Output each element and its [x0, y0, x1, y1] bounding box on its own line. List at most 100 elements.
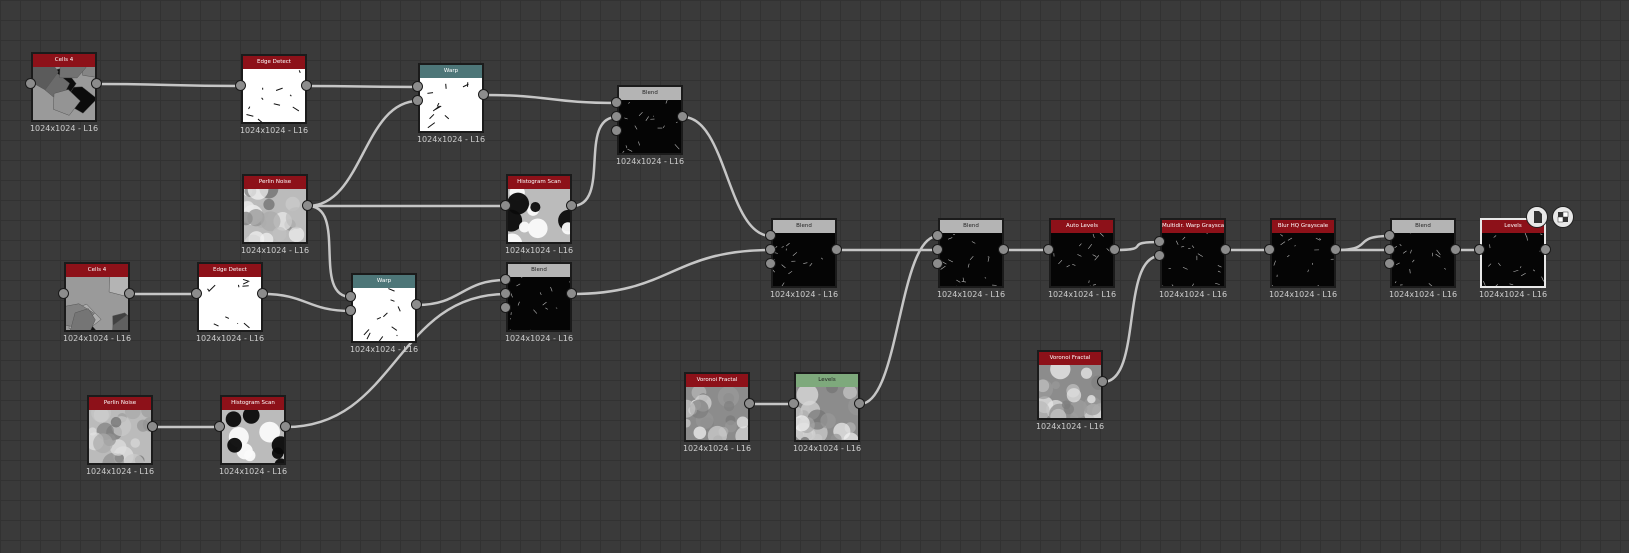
input-port[interactable] [1384, 244, 1395, 255]
input-port[interactable] [1384, 230, 1395, 241]
output-port[interactable] [1109, 244, 1120, 255]
output-port[interactable] [677, 111, 688, 122]
output-port[interactable] [411, 299, 422, 310]
output-port[interactable] [744, 398, 755, 409]
document-icon[interactable] [1526, 206, 1548, 228]
connection-wire[interactable] [1102, 254, 1161, 384]
input-port[interactable] [214, 421, 225, 432]
output-port[interactable] [302, 200, 313, 211]
input-port[interactable] [788, 398, 799, 409]
input-port[interactable] [191, 288, 202, 299]
input-port[interactable] [1384, 258, 1395, 269]
node-body[interactable]: Warp [351, 273, 417, 343]
connection-wire[interactable] [571, 115, 618, 208]
node-body[interactable]: Levels [1480, 218, 1546, 288]
input-port[interactable] [500, 288, 511, 299]
input-port[interactable] [765, 244, 776, 255]
node-body[interactable]: Blend [506, 262, 572, 332]
input-port[interactable] [412, 95, 423, 106]
output-port[interactable] [854, 398, 865, 409]
output-port[interactable] [1450, 244, 1461, 255]
output-port[interactable] [124, 288, 135, 299]
output-port[interactable] [998, 244, 1009, 255]
connection-wire[interactable] [483, 93, 618, 105]
connection-wire[interactable] [859, 234, 939, 406]
node-body[interactable]: Voronoi Fractal [1037, 350, 1103, 420]
node-body[interactable]: Cells 4 [64, 262, 130, 332]
input-port[interactable] [1043, 244, 1054, 255]
output-port[interactable] [257, 288, 268, 299]
input-port[interactable] [412, 81, 423, 92]
input-port[interactable] [611, 125, 622, 136]
output-port[interactable] [301, 80, 312, 91]
output-port[interactable] [1540, 244, 1551, 255]
node-body[interactable]: Levels [794, 372, 860, 442]
input-port[interactable] [765, 258, 776, 269]
input-port[interactable] [932, 258, 943, 269]
input-port[interactable] [345, 305, 356, 316]
connection-wire[interactable] [1114, 240, 1161, 252]
connection-wire[interactable] [96, 82, 242, 88]
node-body[interactable]: Multidir. Warp Grayscale [1160, 218, 1226, 288]
input-port[interactable] [58, 288, 69, 299]
input-port[interactable] [500, 200, 511, 211]
connection-wire[interactable] [1335, 234, 1391, 252]
node-body[interactable]: Voronoi Fractal [684, 372, 750, 442]
input-port[interactable] [932, 230, 943, 241]
node-body[interactable]: Blend [1390, 218, 1456, 288]
node-body[interactable]: Warp [418, 63, 484, 133]
output-port[interactable] [1330, 244, 1341, 255]
connection-wire[interactable] [306, 84, 419, 89]
node-body[interactable]: Auto Levels [1049, 218, 1115, 288]
output-port[interactable] [280, 421, 291, 432]
output-port[interactable] [91, 78, 102, 89]
input-port[interactable] [765, 230, 776, 241]
node-body[interactable]: Perlin Noise [87, 395, 153, 465]
connection-wire[interactable] [416, 278, 507, 307]
input-port[interactable] [611, 111, 622, 122]
node-body[interactable]: Edge Detect [241, 54, 307, 124]
input-port[interactable] [25, 78, 36, 89]
input-port[interactable] [932, 244, 943, 255]
connection-wire[interactable] [682, 115, 772, 238]
node-body[interactable]: Cells 4 [31, 52, 97, 122]
input-port[interactable] [345, 291, 356, 302]
node-body[interactable]: Blend [938, 218, 1004, 288]
checker-icon[interactable] [1552, 206, 1574, 228]
input-port[interactable] [1474, 244, 1485, 255]
node-body[interactable]: Blend [771, 218, 837, 288]
input-port[interactable] [235, 80, 246, 91]
node-body[interactable]: Blur HQ Grayscale [1270, 218, 1336, 288]
output-port[interactable] [1097, 376, 1108, 387]
output-port[interactable] [478, 89, 489, 100]
node-body[interactable]: Blend [617, 85, 683, 155]
node-body[interactable]: Histogram Scan [220, 395, 286, 465]
output-port[interactable] [566, 288, 577, 299]
connection-wire[interactable] [262, 292, 352, 313]
input-port[interactable] [500, 302, 511, 313]
connection-wire[interactable] [285, 292, 507, 429]
output-port[interactable] [147, 421, 158, 432]
output-port[interactable] [831, 244, 842, 255]
